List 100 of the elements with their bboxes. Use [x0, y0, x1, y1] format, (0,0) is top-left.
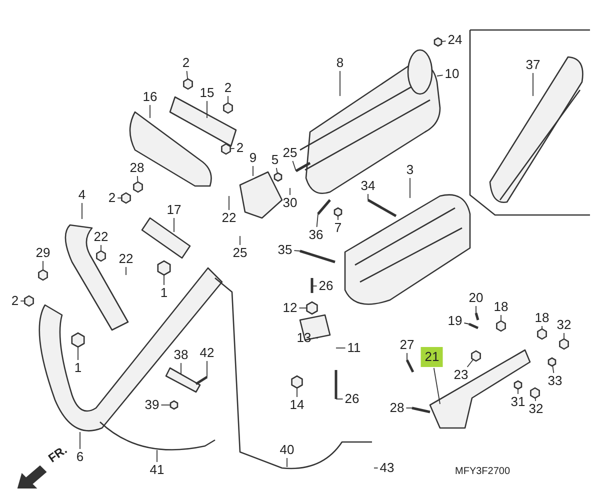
nut-icon: [291, 375, 303, 389]
leader-line: [20, 300, 25, 302]
leader-line: [433, 368, 440, 404]
callout-number: 12: [282, 301, 298, 315]
leader-line: [552, 365, 554, 374]
callout-number: 31: [510, 395, 526, 409]
nut-icon: [71, 332, 85, 348]
leader-line: [180, 362, 182, 374]
leader-line: [296, 386, 298, 398]
callout-number: 24: [446, 33, 464, 47]
callout-number: 2: [181, 56, 191, 70]
callout-number: 1: [159, 286, 169, 300]
callout-number: 22: [220, 211, 238, 225]
leader-line: [292, 160, 296, 172]
callout-number: 32: [556, 318, 572, 332]
callout-number: 29: [34, 246, 52, 260]
nut-icon: [559, 338, 569, 350]
nut-icon: [496, 320, 506, 332]
callout-number: 22: [92, 230, 110, 244]
leader-line: [294, 250, 300, 252]
nut-icon: [434, 37, 442, 47]
callout-number: 14: [288, 398, 306, 412]
nut-icon: [548, 357, 556, 367]
callout-number: 4: [77, 188, 87, 202]
callout-number: 26: [344, 392, 360, 406]
leader-line: [206, 100, 208, 118]
callout-number: 39: [144, 398, 160, 412]
callout-number: 6: [75, 450, 85, 464]
callout-number: 5: [270, 153, 280, 167]
leader-line: [532, 72, 534, 96]
callout-number: 10: [444, 67, 460, 81]
callout-number: 34: [360, 179, 376, 193]
nut-icon: [157, 260, 171, 276]
callout-number: 28: [128, 161, 146, 175]
callout-number: 28: [388, 401, 406, 415]
callout-number: 38: [172, 348, 190, 362]
callout-number: 35: [276, 243, 294, 257]
callout-number: 19: [446, 314, 464, 328]
callout-number: 18: [492, 300, 510, 314]
nut-icon: [223, 102, 233, 114]
nut-icon: [170, 400, 178, 410]
callout-number: 13: [296, 331, 312, 345]
nut-icon: [221, 143, 231, 155]
nut-icon: [514, 380, 522, 390]
callout-number: 23: [452, 368, 470, 382]
nut-icon: [133, 181, 143, 193]
leader-line: [466, 359, 474, 368]
callout-number: 2: [10, 294, 20, 308]
callout-number: 15: [198, 86, 216, 100]
leader-line: [160, 404, 171, 406]
callout-number: 2: [235, 141, 245, 155]
callout-number: 26: [318, 279, 334, 293]
callout-number: 16: [142, 90, 158, 104]
callout-number: 2: [223, 81, 233, 95]
leader-line: [436, 74, 444, 76]
leader-line: [156, 450, 158, 462]
leader-line: [206, 360, 208, 378]
leader-line: [316, 214, 318, 228]
nut-icon: [183, 78, 193, 90]
nut-icon: [471, 350, 481, 362]
callout-number: 22: [118, 252, 134, 266]
callout-number: 41: [148, 463, 166, 477]
leader-line: [100, 244, 102, 252]
callout-number: 36: [308, 228, 324, 242]
leader-line: [534, 397, 536, 402]
direction-label: FR.: [46, 442, 70, 466]
nut-icon: [24, 295, 34, 307]
callout-number: 2: [107, 191, 117, 205]
leader-line: [336, 398, 344, 400]
nut-icon: [537, 328, 547, 340]
leader-line: [406, 352, 408, 360]
callout-number: 25: [232, 246, 248, 260]
leader-line: [136, 176, 138, 183]
callout-number: 17: [166, 203, 182, 217]
callout-number: 40: [278, 443, 296, 457]
part-code: MFY3F2700: [455, 466, 510, 477]
leader-line: [276, 168, 278, 174]
callout-number: 21: [420, 347, 444, 367]
callout-number: 25: [282, 146, 298, 160]
callout-number: 20: [468, 291, 484, 305]
callout-number: 43: [378, 461, 396, 475]
leader-line: [228, 196, 230, 210]
callout-number: 8: [335, 56, 345, 70]
callout-number: 30: [282, 196, 298, 210]
callout-number: 32: [528, 402, 544, 416]
callout-number: 27: [398, 338, 416, 352]
callout-number: 37: [524, 58, 542, 72]
leader-line: [464, 322, 470, 324]
callout-number: 3: [405, 163, 415, 177]
callout-number: 18: [534, 311, 550, 325]
nut-icon: [121, 192, 131, 204]
nut-icon: [96, 250, 106, 262]
leader-line: [441, 40, 446, 42]
nut-icon: [306, 301, 318, 315]
callout-number: 7: [333, 221, 343, 235]
callout-number: 1: [73, 361, 83, 375]
callout-number: 11: [346, 341, 362, 355]
leader-line: [500, 314, 502, 322]
nut-icon: [38, 269, 48, 281]
leader-line: [230, 148, 235, 150]
